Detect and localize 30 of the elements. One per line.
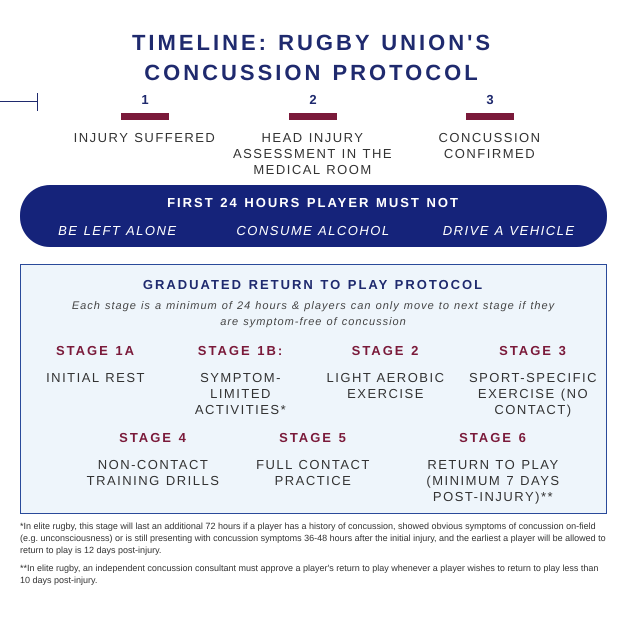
step-label: INJURY SUFFERED — [72, 130, 218, 146]
footnote: **In elite rugby, an independent concussion consultant must approve a player's return to play whenever a player wishes to return to play less than 10 days post-injury. — [20, 562, 600, 586]
footnote: *In elite rugby, this stage will last an additional 72 hours if a player has a history of concussion, showed obvious symptoms of concussion on-field (e.g. unconsciousness) or is still presenting with concussion symptoms 36-48 hours after the initial injury, and the earliest a player will be allowed to return to play is 12 days post-injury. — [20, 520, 607, 556]
panel-heading: GRADUATED RETURN TO PLAY PROTOCOL — [142, 277, 486, 292]
stage-label: FULL CONTACT PRACTICE — [255, 457, 372, 489]
stage-label: LIGHT AEROBIC EXERCISE — [326, 370, 446, 402]
stage-heading: STAGE 2 — [350, 343, 422, 358]
title: TIMELINE: RUGBY UNION'S CONCUSSION PROTOCOL — [130, 29, 494, 87]
step-label: CONCUSSION CONFIRMED — [437, 130, 543, 162]
stage-label: SYMPTOM-LIMITED ACTIVITIES* — [194, 370, 288, 418]
step-number: 2 — [308, 92, 318, 107]
panel-subtitle: Each stage is a minimum of 24 hours & players can only move to next stage if they are symptom-free of concussion — [70, 299, 556, 330]
stage-heading: STAGE 3 — [498, 343, 569, 358]
stage-label: INITIAL REST — [45, 370, 147, 386]
stage-heading: STAGE 6 — [458, 430, 529, 445]
stage-heading: STAGE 4 — [118, 430, 189, 445]
banner-item: CONSUME ALCOHOL — [235, 223, 392, 238]
banner-item: DRIVE A VEHICLE — [442, 223, 577, 238]
stage-heading: STAGE 5 — [278, 430, 349, 445]
stage-heading: STAGE 1A — [54, 343, 138, 358]
step-number: 1 — [140, 92, 150, 107]
step-number: 3 — [485, 92, 495, 107]
banner-heading: FIRST 24 HOURS PLAYER MUST NOT — [166, 195, 461, 210]
stage-label: RETURN TO PLAY (MINIMUM 7 DAYS POST-INJURY)** — [425, 457, 562, 505]
banner-item: BE LEFT ALONE — [57, 223, 179, 238]
stage-label: NON-CONTACT TRAINING DRILLS — [86, 457, 222, 489]
stage-label: SPORT-SPECIFIC EXERCISE (NO CONTACT) — [468, 370, 600, 418]
stage-heading: STAGE 1B: — [196, 343, 286, 358]
step-label: HEAD INJURY ASSESSMENT IN THE MEDICAL ROOM — [232, 130, 394, 178]
panel — [20, 264, 607, 514]
